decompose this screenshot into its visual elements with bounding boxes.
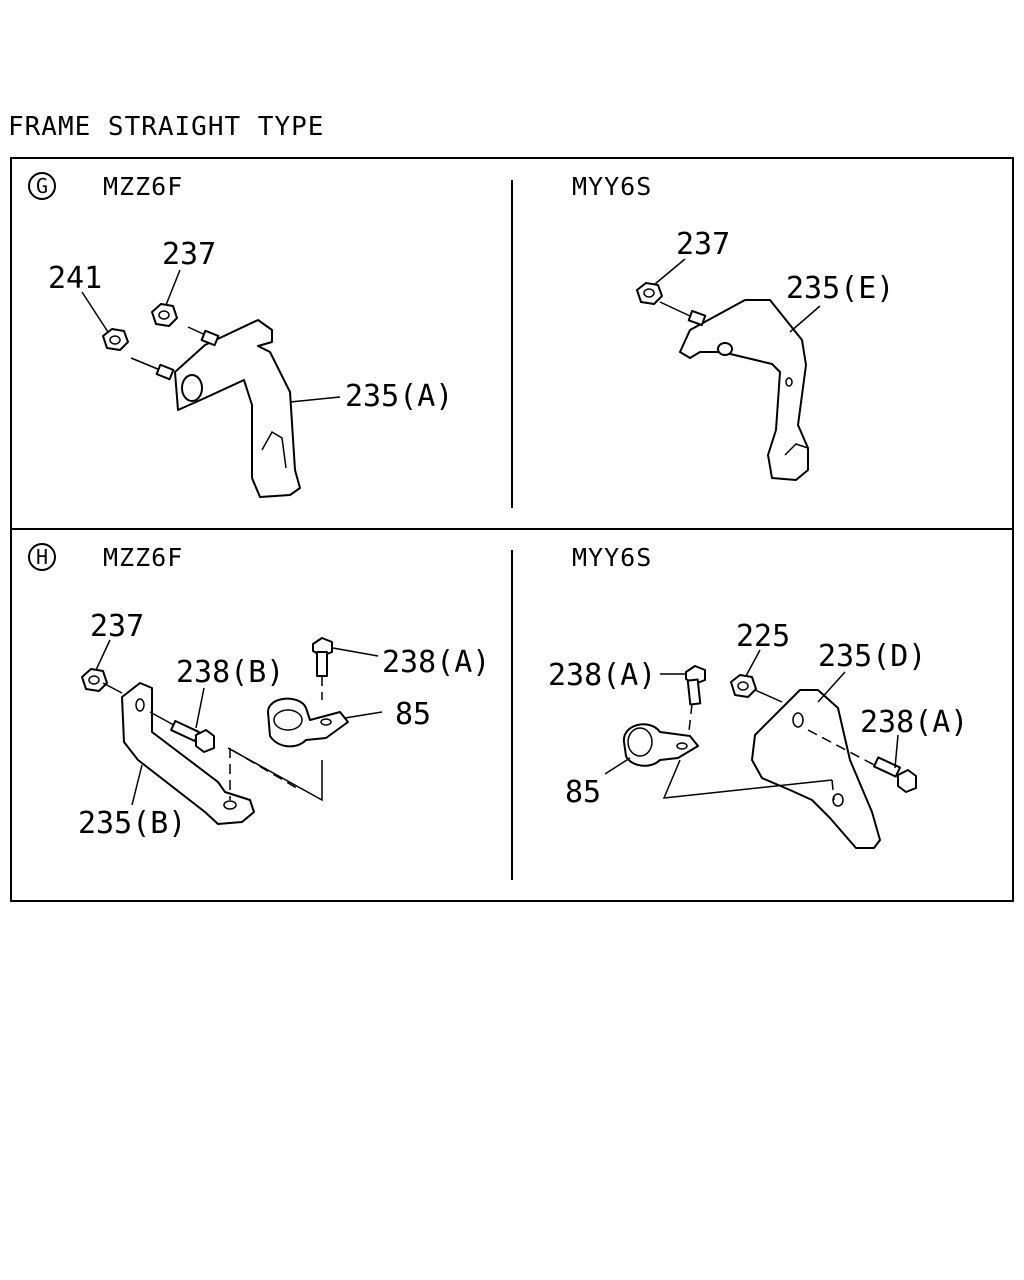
nut-237 <box>151 303 178 327</box>
callout-238a-left: 238(A) <box>548 658 656 693</box>
bracket-hole <box>135 698 145 712</box>
callout-237: 237 <box>90 609 144 644</box>
leader-238a-right <box>894 734 899 769</box>
callout-237: 237 <box>162 237 216 272</box>
bracket-hole <box>792 712 804 728</box>
stud-line <box>659 301 691 317</box>
clip-loop <box>627 727 653 757</box>
panel-g-left: G MZZ6F 241 237 235(A) <box>28 172 453 498</box>
bracket-235d <box>751 689 881 849</box>
leader-238b <box>195 687 205 729</box>
leader-85 <box>604 757 631 775</box>
panel-h-right: MYY6S 225 235(D) 238(A) 238(A) 85 <box>548 543 968 849</box>
callout-238b: 238(B) <box>176 655 284 690</box>
bracket-tab <box>261 430 287 469</box>
callout-85: 85 <box>565 775 601 810</box>
leader-85 <box>344 711 383 719</box>
callout-235e: 235(E) <box>786 271 894 306</box>
callout-235a: 235(A) <box>345 379 453 414</box>
bracket-hole-small <box>785 377 793 387</box>
bracket-hole <box>832 793 844 807</box>
section-marker-h-letter: H <box>36 545 48 569</box>
callout-238a: 238(A) <box>382 645 490 680</box>
bracket-hole <box>223 800 237 810</box>
panel-h-left: H MZZ6F 237 238(B) 238(A) 85 <box>28 543 490 841</box>
bracket-hole <box>181 374 203 402</box>
section-marker-g <box>28 172 56 200</box>
bolt-axis <box>687 703 693 741</box>
leader-238a <box>332 647 379 657</box>
model-code: MZZ6F <box>103 172 183 201</box>
nut-hole <box>737 681 749 691</box>
clip-hole <box>676 742 688 750</box>
nut-hole <box>109 335 121 345</box>
bolt-axis <box>807 729 881 769</box>
assembly-line <box>227 747 323 802</box>
bracket-235b <box>121 682 255 825</box>
panel-g-right: MYY6S 237 235(E) <box>572 172 894 481</box>
nut-hole <box>643 288 655 298</box>
leader-235e <box>789 305 821 333</box>
model-code: MYY6S <box>572 172 652 201</box>
bracket-235e <box>679 299 809 481</box>
bracket-235a <box>174 319 301 498</box>
bolt-238a-head <box>897 769 917 793</box>
nut-hole <box>158 310 170 320</box>
clip-hole <box>320 718 332 726</box>
callout-241: 241 <box>48 261 102 296</box>
bolt-238a-shank <box>316 651 328 677</box>
leader-237 <box>165 269 181 306</box>
clip-loop <box>273 709 303 731</box>
assembly-dash <box>231 749 301 791</box>
nut-237 <box>636 282 663 305</box>
bolt-238b-shank <box>170 719 200 743</box>
leader-235b <box>131 764 143 806</box>
leader-237 <box>95 639 111 671</box>
bracket-hole <box>717 342 733 356</box>
model-code: MZZ6F <box>103 543 183 572</box>
callout-235d: 235(D) <box>818 639 926 674</box>
callout-85: 85 <box>395 697 431 732</box>
stud <box>687 309 707 327</box>
callout-225: 225 <box>736 619 790 654</box>
model-code: MYY6S <box>572 543 652 572</box>
bolt-238a-shank <box>873 756 901 778</box>
nut-hole <box>88 675 100 685</box>
callout-238a-right: 238(A) <box>860 705 968 740</box>
nut-237 <box>81 668 108 692</box>
bracket-tab <box>784 443 809 456</box>
stud <box>155 363 175 381</box>
leader-225 <box>745 649 761 677</box>
stud <box>200 329 220 347</box>
bolt-238a-shank <box>686 678 702 706</box>
clip-85 <box>267 697 349 748</box>
callout-237: 237 <box>676 227 730 262</box>
nut-axis <box>754 689 783 703</box>
leader-241 <box>81 291 109 333</box>
bolt-238b-head <box>195 729 215 753</box>
callout-235b: 235(B) <box>78 806 186 841</box>
nut-225 <box>730 674 757 698</box>
leader-237 <box>654 258 686 285</box>
section-marker-h <box>28 543 56 571</box>
leader-235d <box>817 671 846 703</box>
assembly-line <box>662 759 833 799</box>
nut-241 <box>102 328 129 351</box>
leader-235a <box>289 396 341 403</box>
nut-axis <box>102 682 123 694</box>
diagram-title: FRAME STRAIGHT TYPE <box>8 112 325 142</box>
section-marker-g-letter: G <box>36 174 48 198</box>
assembly-dash <box>831 779 835 801</box>
